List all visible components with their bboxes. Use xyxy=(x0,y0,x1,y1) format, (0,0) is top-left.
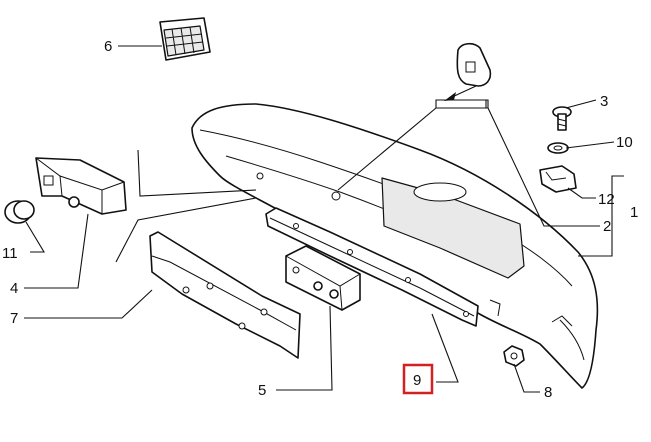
callout-9: 9 xyxy=(413,372,421,389)
callout-2: 2 xyxy=(603,218,611,235)
callout-6: 6 xyxy=(104,38,112,55)
callout-3: 3 xyxy=(600,93,608,110)
screw-part-3 xyxy=(552,106,572,131)
washer-part-10 xyxy=(547,142,569,154)
callout-12: 12 xyxy=(598,191,615,208)
callout-leaders xyxy=(24,45,624,393)
callout-labels: 6 3 10 12 1 2 11 4 7 5 8 9 xyxy=(2,38,638,401)
callout-8: 8 xyxy=(544,384,552,401)
bumper-cover xyxy=(191,103,599,389)
grille-vent-part-6 xyxy=(159,17,211,61)
arrow-icon xyxy=(444,92,456,101)
reinforcement-part-7 xyxy=(149,231,301,359)
callout-10: 10 xyxy=(616,134,633,151)
highlight-box xyxy=(402,363,434,395)
callout-5: 5 xyxy=(258,382,266,399)
push-pin-part-11 xyxy=(4,200,35,224)
callout-11: 11 xyxy=(2,245,18,262)
reference-lines xyxy=(115,99,489,263)
callout-4: 4 xyxy=(10,280,18,297)
sensor-block-part-5 xyxy=(285,245,361,311)
nut-part-8 xyxy=(503,345,525,367)
callout-7: 7 xyxy=(10,310,18,327)
support-rail-part-9 xyxy=(265,207,479,327)
clip-nut-part-12 xyxy=(539,165,577,193)
bracket-part-4 xyxy=(35,157,127,215)
callout-1: 1 xyxy=(630,204,638,221)
retaining-clip-part-2 xyxy=(444,42,492,101)
